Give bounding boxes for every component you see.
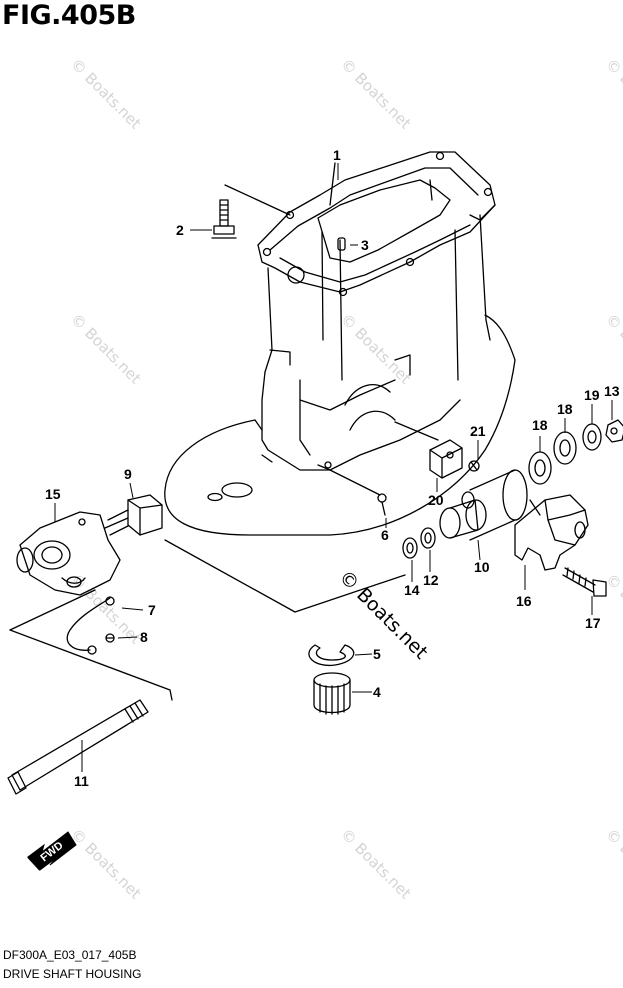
callout-12: 12 xyxy=(423,572,439,588)
mount-cover-part-16 xyxy=(514,494,589,571)
washer-part-18 xyxy=(528,451,552,485)
callout-1: 1 xyxy=(333,147,341,163)
callout-16: 16 xyxy=(516,593,532,609)
drive-shaft-housing xyxy=(164,151,516,536)
leader-line xyxy=(329,162,336,206)
pin-part-3 xyxy=(337,237,346,251)
callout-leaders xyxy=(54,163,613,772)
callout-13: 13 xyxy=(604,383,620,399)
mount-rubber-part-10 xyxy=(439,469,528,541)
bolt-part-17 xyxy=(562,567,607,597)
circlip-part-5 xyxy=(308,644,355,667)
mount-housing-part-15 xyxy=(16,511,121,596)
callout-19: 19 xyxy=(584,387,600,403)
nut-part-13 xyxy=(605,419,623,443)
watermark: © Boats.net xyxy=(67,825,145,903)
callout-6: 6 xyxy=(381,527,389,543)
callout-labels: 1 2 3 4 5 6 7 8 9 10 11 12 13 14 15 16 1… xyxy=(45,147,620,789)
stud-part-11 xyxy=(7,699,149,795)
callout-4: 4 xyxy=(373,684,381,700)
washer-part-14 xyxy=(402,537,418,559)
watermark-layer: © Boats.net © Boats.net © Boats.net © Bo… xyxy=(67,55,623,903)
washer-part-19 xyxy=(582,423,602,451)
ground-wire-part-7 xyxy=(66,596,115,655)
callout-7: 7 xyxy=(148,602,156,618)
callout-21: 21 xyxy=(470,423,486,439)
washer-part-12 xyxy=(420,527,436,549)
screw-part-8 xyxy=(105,633,115,643)
figure-code: DF300A_E03_017_405B xyxy=(3,948,137,962)
callout-8: 8 xyxy=(140,629,148,645)
watermark: © Boats.net xyxy=(602,55,623,133)
bolt-part-21 xyxy=(468,460,480,472)
leader-line xyxy=(164,539,406,613)
watermark: © Boats.net xyxy=(67,310,145,388)
watermark: © Boats.net xyxy=(337,310,415,388)
washer-part-18 xyxy=(553,431,577,465)
callout-3: 3 xyxy=(361,237,369,253)
plug-part-9 xyxy=(104,494,163,536)
figure-title: FIG.405B xyxy=(2,0,136,31)
watermark: © Boats.net xyxy=(337,55,415,133)
watermark: © Boats.net xyxy=(602,310,623,388)
fwd-direction-arrow: FWD xyxy=(27,831,77,871)
leader-line xyxy=(224,184,291,216)
callout-18: 18 xyxy=(532,417,548,433)
watermark-center: © Boats.net xyxy=(334,566,432,664)
figure-caption: DRIVE SHAFT HOUSING xyxy=(3,967,142,981)
callout-15: 15 xyxy=(45,486,61,502)
damper-part-20 xyxy=(429,439,463,479)
callout-18: 18 xyxy=(557,401,573,417)
callout-17: 17 xyxy=(585,615,601,631)
callout-14: 14 xyxy=(404,582,420,598)
callout-9: 9 xyxy=(124,466,132,482)
callout-5: 5 xyxy=(373,646,381,662)
screw-part-6 xyxy=(377,493,387,516)
callout-10: 10 xyxy=(474,559,490,575)
callout-20: 20 xyxy=(428,492,444,508)
callout-11: 11 xyxy=(74,773,89,789)
leader-line xyxy=(9,589,96,631)
watermark: © Boats.net xyxy=(602,825,623,903)
watermark: © Boats.net xyxy=(337,825,415,903)
nut-part-4 xyxy=(313,672,351,715)
leader-line xyxy=(9,629,173,701)
leader-line xyxy=(329,469,381,496)
leader-line xyxy=(394,421,439,441)
bolt-part-2 xyxy=(211,199,237,239)
watermark: © Boats.net xyxy=(67,55,145,133)
callout-2: 2 xyxy=(176,222,184,238)
